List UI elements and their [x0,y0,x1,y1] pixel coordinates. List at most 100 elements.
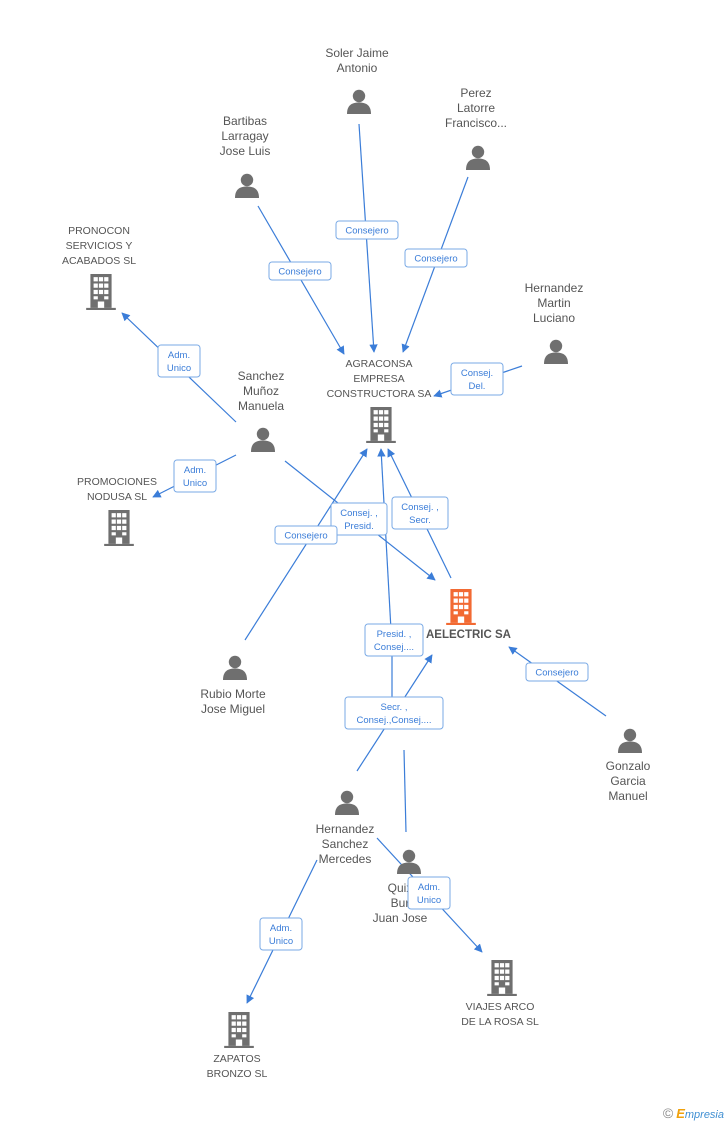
node-viajes[interactable]: VIAJES ARCO DE LA ROSA SL [461,960,539,1028]
node-label-text: Martin [537,296,570,310]
role-label-text: Consej. [461,368,493,379]
person-icon [251,427,275,452]
copyright-icon: © [662,1105,674,1121]
role-label[interactable]: Consej. , Secr. [391,496,449,530]
role-label-text: Adm. [418,882,440,893]
role-label-box [259,917,303,951]
role-label-box [173,459,217,493]
person-icon [544,339,568,364]
role-label[interactable]: Adm. Unico [157,344,201,378]
edge-quixano-to-agraconsa [377,448,393,649]
node-label-text: ACABADOS SL [62,255,136,267]
node-label-text: DE LA ROSA SL [461,1016,539,1028]
node-label-text: ZAPATOS [213,1053,260,1065]
role-label-text: Consej. , [401,502,439,513]
person-icon [235,173,259,198]
node-label-text: VIAJES ARCO [466,1001,535,1013]
person-icon [466,145,490,170]
node-label-text: Perez [460,86,491,100]
edges-layer [121,123,607,1004]
role-label-text: Unico [167,363,191,374]
node-label-text: Muñoz [243,384,279,398]
role-label[interactable]: Presid. ,Consej.... [364,623,424,657]
node-label-text: Mercedes [319,852,372,866]
node-label-text: Hernandez [525,281,584,295]
role-label[interactable]: Secr. ,Consej.,Consej.... [344,696,444,730]
role-label[interactable]: Consej.Del. [450,362,504,396]
role-label-text: Consejero [414,254,457,265]
role-label-text: Consejero [284,531,327,542]
empresia-brand[interactable]: © Empresia [663,1105,724,1121]
role-label-box [407,876,451,910]
node-label-text: Bur [391,896,410,910]
role-label-text: Unico [417,895,441,906]
person-icon [397,849,421,874]
node-label-text: SERVICIOS Y [66,240,133,252]
person-icon [618,728,642,753]
role-label-text: Secr. [409,515,431,526]
node-label-text: Antonio [337,61,378,75]
role-label[interactable]: Consejero [525,662,589,682]
node-label-text: Sanchez [238,369,285,383]
role-label-text: Consej.... [374,642,414,653]
node-label-text: NODUSA SL [87,491,147,503]
node-label-text: Quix [388,881,413,895]
nodes-layer: Soler JaimeAntonioPerezLatorreFrancisco.… [62,46,651,1080]
node-zapatos[interactable]: ZAPATOS BRONZO SL [207,1012,268,1080]
brand-logo-letter: E [676,1106,685,1121]
company-building-icon [104,510,134,546]
node-label-text: Jose Miguel [201,702,265,716]
role-label-box [525,662,589,682]
node-perez[interactable]: PerezLatorreFrancisco... [445,86,507,170]
role-label-box [450,362,504,396]
role-label-text: Adm. [270,923,292,934]
company-building-icon [366,407,396,443]
node-label-text: Garcia [610,774,646,788]
node-label-text: Juan Jose [373,911,428,925]
node-label-text: Manuel [608,789,647,803]
role-label-text: Consejero [278,267,321,278]
role-label-box [391,496,449,530]
node-label-text: EMPRESA [353,373,404,385]
node-label-text: AGRACONSA [345,358,412,370]
node-label-text: AELECTRIC SA [426,629,511,641]
role-label-text: Adm. [168,350,190,361]
role-label[interactable]: Consejero [268,261,332,281]
role-label[interactable]: Adm.Unico [259,917,303,951]
role-label[interactable]: Adm. Unico [173,459,217,493]
role-label[interactable]: Consejero [274,525,338,545]
role-label[interactable]: Consejero [404,248,468,268]
role-label-box [335,220,399,240]
node-label-text: Bartibas [223,114,267,128]
node-label-text: PROMOCIONES [77,476,157,488]
node-label-text: Jose Luis [220,144,271,158]
node-label-text: Soler Jaime [325,46,389,60]
person-icon [335,790,359,815]
node-label-text: Gonzalo [606,759,651,773]
role-label-text: Unico [183,478,207,489]
node-promociones[interactable]: PROMOCIONES NODUSA SL [77,476,157,546]
role-label[interactable]: Consej. ,Presid. [330,502,388,536]
focus-company-building-icon [446,589,476,625]
role-label[interactable]: Consejero [335,220,399,240]
node-label-text: Rubio Morte [200,687,266,701]
role-label[interactable]: Adm. Unico [407,876,451,910]
role-label-box [274,525,338,545]
role-label-text: Adm. [184,465,206,476]
node-label-text: Hernandez [316,822,375,836]
node-label-text: BRONZO SL [207,1068,268,1080]
brand-logo-text: mpresia [684,1109,724,1121]
node-aelectric[interactable]: AELECTRIC SA [426,589,511,641]
role-label-text: Consejero [345,226,388,237]
node-label-text: Luciano [533,311,575,325]
